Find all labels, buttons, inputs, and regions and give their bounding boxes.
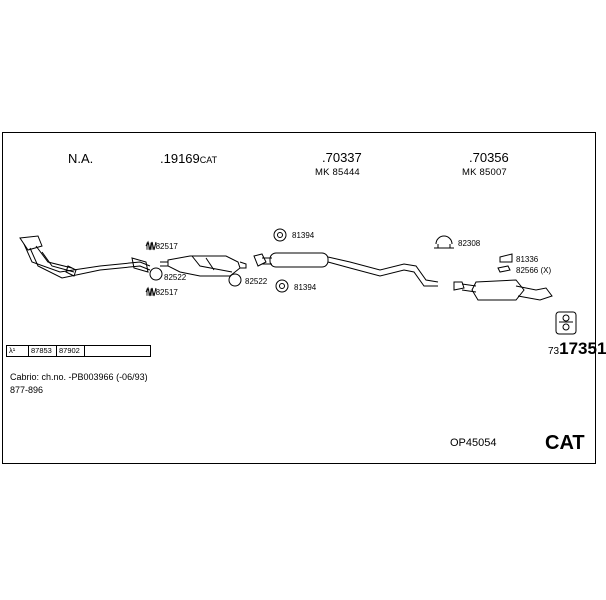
part-label-82566: 82566 (X) xyxy=(516,266,552,275)
catalogue-code: OP45054 xyxy=(450,437,497,449)
rubber-mount-81336 xyxy=(499,253,513,263)
rear-silencer xyxy=(453,279,553,301)
header-col3-sub: MK 85444 xyxy=(315,167,360,178)
header-col4: .70356 xyxy=(469,150,509,165)
center-silencer xyxy=(253,252,439,287)
hanger-81394-bottom xyxy=(275,279,289,293)
diagram-number: 7317351 xyxy=(548,339,606,358)
part-label-81336: 81336 xyxy=(516,255,539,264)
header-col2: .19169CAT xyxy=(160,151,218,166)
diagram-frame xyxy=(2,132,596,464)
hardware-pack-icon xyxy=(555,311,577,335)
part-label-82308: 82308 xyxy=(458,239,481,248)
gasket-82522-left xyxy=(149,267,163,281)
sensor-table: λ¹ 87853 87902 xyxy=(6,345,151,357)
system-type: CAT xyxy=(545,432,585,454)
part-label-81394-bottom: 81394 xyxy=(294,283,317,292)
front-pipe xyxy=(19,235,151,279)
header-col3: .70337 xyxy=(322,150,362,165)
part-label-81394-top: 81394 xyxy=(292,231,315,240)
spring-bolt-82517-top xyxy=(145,240,157,251)
part-label-82517-top: ⫼⫼ 82517 xyxy=(146,242,178,251)
note-line-2: 877-896 xyxy=(10,385,44,395)
part-82566 xyxy=(497,265,511,273)
gasket-82522-mid xyxy=(228,273,242,287)
header-col1: N.A. xyxy=(68,151,94,166)
sensor-table-cell xyxy=(85,346,151,356)
hanger-81394-top xyxy=(273,228,287,242)
sensor-table-cell: 87853 xyxy=(29,346,57,356)
part-label-82522-mid: 82522 xyxy=(245,277,268,286)
spring-bolt-82517-bottom xyxy=(145,286,157,297)
catalytic-converter xyxy=(160,255,247,277)
clamp-82308 xyxy=(434,235,454,249)
part-label-82517-bottom: ⫼⫼ 82517 xyxy=(146,288,178,297)
header-col4-sub: MK 85007 xyxy=(462,167,507,178)
note-line-1: Cabrio: ch.no. -PB003966 (-06/93) xyxy=(10,372,148,382)
part-label-82522-left: 82522 xyxy=(164,273,187,282)
sensor-table-cell: 87902 xyxy=(57,346,85,356)
sensor-table-cell: λ¹ xyxy=(7,346,29,356)
